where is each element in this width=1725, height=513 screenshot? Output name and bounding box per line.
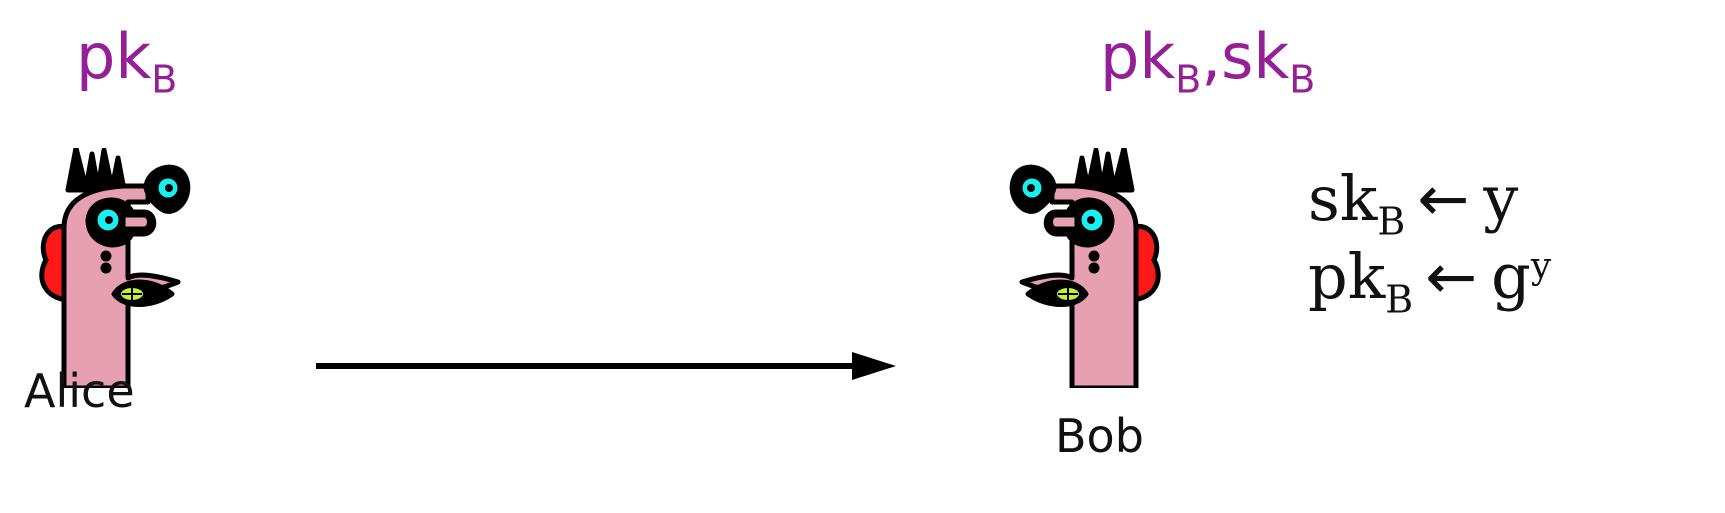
alice-name: Alice — [24, 364, 135, 418]
bob-hair-spikes — [1073, 148, 1135, 193]
bob-key-label: pkB,skB — [1100, 26, 1316, 102]
equation-sk-rhs: y — [1483, 162, 1519, 235]
equation-pk-lhs: pk — [1308, 240, 1386, 313]
alice-key-sub: B — [151, 57, 178, 102]
equation-pk-rhs: g — [1491, 240, 1531, 313]
bob-face-icon — [1009, 148, 1161, 388]
alice-hair-spikes — [65, 148, 127, 193]
left-arrow-icon: ← — [1425, 240, 1478, 313]
alice-key-main: pk — [76, 20, 152, 93]
equation-pk: pkB←gy — [1308, 246, 1552, 322]
equation-sk: skB←y — [1308, 168, 1518, 244]
right-arrow-icon — [316, 352, 896, 380]
left-arrow-icon: ← — [1417, 162, 1470, 235]
equation-pk-lhs-sub: B — [1385, 277, 1414, 322]
alice-face-icon — [39, 148, 191, 388]
bob-key1-main: pk — [1100, 20, 1176, 93]
equation-sk-lhs-sub: B — [1377, 199, 1406, 244]
equation-sk-lhs: sk — [1308, 162, 1378, 235]
bob-key2-main: sk — [1221, 20, 1290, 93]
bob-name: Bob — [1055, 409, 1144, 463]
bob-key1-sub: B — [1175, 57, 1202, 102]
bob-key2-sub: B — [1289, 57, 1316, 102]
alice-key-label: pkB — [76, 26, 178, 102]
equation-pk-rhs-sup: y — [1530, 246, 1552, 288]
bob-key-separator: , — [1201, 20, 1222, 93]
